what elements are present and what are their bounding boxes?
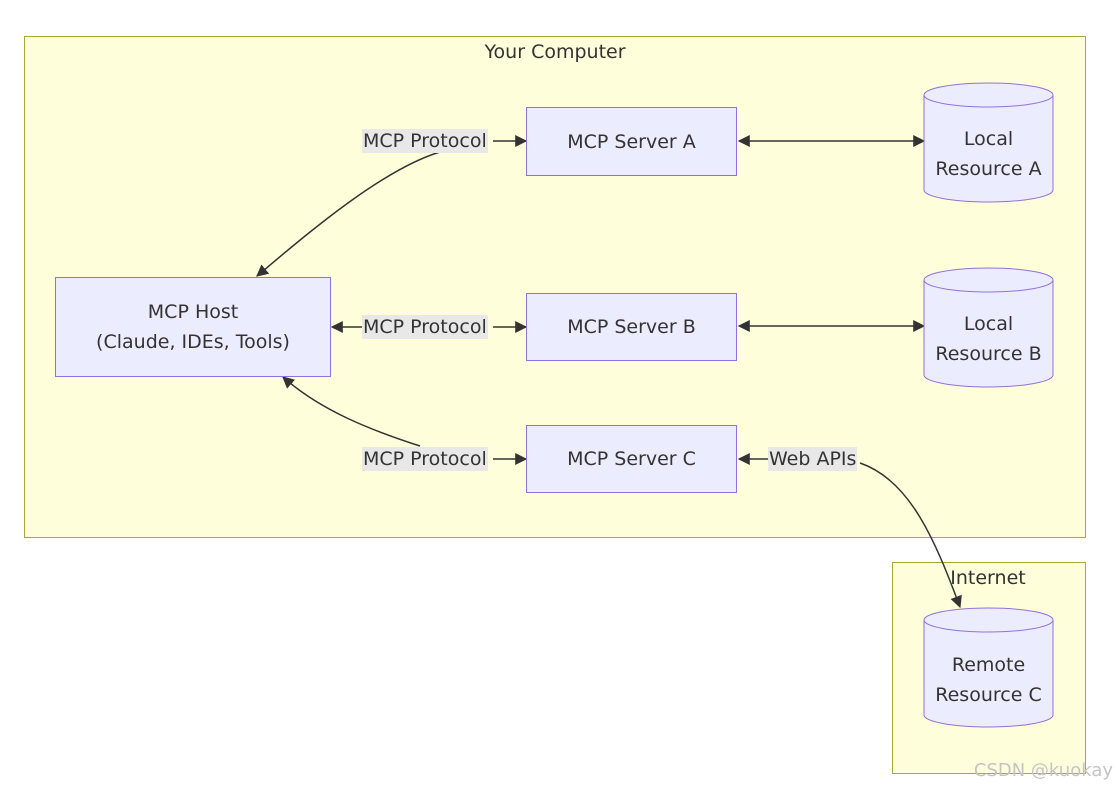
node-mcp-host-line1: MCP Host (147, 301, 239, 323)
node-mcp-server-c[interactable]: MCP Server C (526, 425, 737, 493)
database-local-resource-a (923, 82, 1054, 203)
edge-web-apis-remote-c (859, 462, 962, 609)
cluster-label-your-computer: Your Computer (484, 41, 626, 63)
database-local-resource-b-line1: Local (963, 313, 1014, 335)
database-remote-resource-c (923, 607, 1054, 728)
node-mcp-host-line2: (Claude, IDEs, Tools) (96, 331, 290, 353)
edge-host-to-server-c-curve (282, 376, 421, 447)
edge-label-host-server-c: MCP Protocol (362, 447, 488, 471)
database-local-resource-b-label: Local Resource B (924, 309, 1053, 369)
edge-label-host-server-b: MCP Protocol (362, 315, 488, 339)
edge-host-to-server-a-curve (256, 151, 441, 277)
database-local-resource-b-line2: Resource B (935, 343, 1042, 365)
database-remote-resource-c-line1: Remote (951, 654, 1026, 676)
node-mcp-server-a-label: MCP Server A (567, 130, 696, 153)
database-local-resource-a-label: Local Resource A (924, 124, 1053, 184)
database-local-resource-b (923, 267, 1054, 388)
watermark: CSDN @kuokay (973, 760, 1113, 781)
database-local-resource-a-line1: Local (963, 128, 1014, 150)
node-mcp-host[interactable]: MCP Host (Claude, IDEs, Tools) (55, 277, 331, 377)
node-mcp-server-a[interactable]: MCP Server A (526, 107, 737, 176)
node-mcp-server-c-label: MCP Server C (567, 448, 696, 470)
database-remote-resource-c-label: Remote Resource C (924, 650, 1053, 710)
edge-label-web-apis: Web APIs (768, 447, 858, 471)
database-local-resource-a-line2: Resource A (935, 158, 1042, 180)
edge-label-host-server-a: MCP Protocol (362, 129, 488, 153)
cluster-label-internet: Internet (950, 567, 1026, 589)
node-mcp-server-b[interactable]: MCP Server B (526, 293, 737, 361)
node-mcp-server-b-label: MCP Server B (567, 316, 696, 338)
database-remote-resource-c-line2: Resource C (935, 684, 1042, 706)
